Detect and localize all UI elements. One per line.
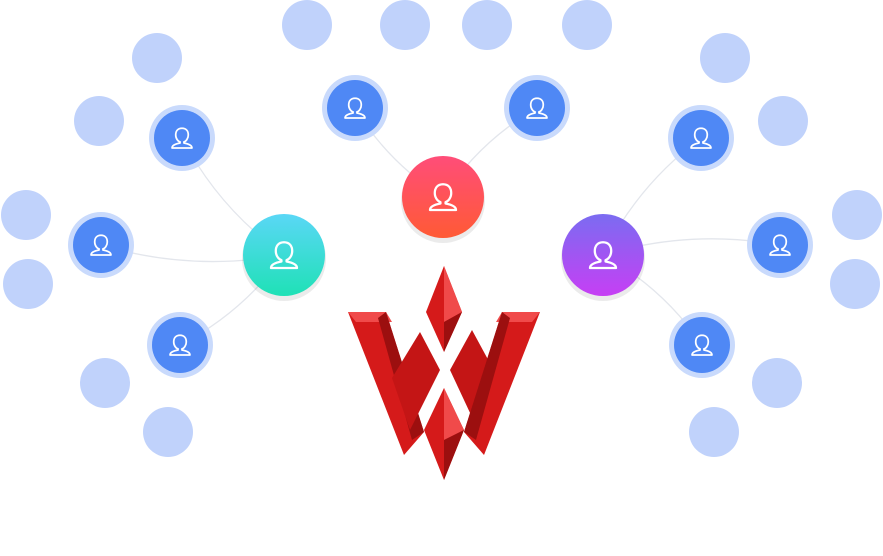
member-node[interactable]: [747, 212, 813, 278]
placeholder-node: [80, 358, 130, 408]
logo-top-diamond-dark: [444, 312, 462, 352]
logo-left-inner: [392, 332, 440, 430]
hub-node-teal[interactable]: [242, 214, 326, 301]
hub-node-purple[interactable]: [561, 214, 645, 301]
member-node[interactable]: [68, 212, 134, 278]
logo-left-stroke: [348, 312, 424, 455]
placeholder-nodes: [1, 0, 882, 457]
member-node[interactable]: [669, 312, 735, 378]
member-circle: [674, 317, 730, 373]
member-nodes: [68, 75, 813, 378]
placeholder-node: [689, 407, 739, 457]
placeholder-node: [830, 259, 880, 309]
placeholder-node: [74, 96, 124, 146]
placeholder-node: [282, 0, 332, 50]
placeholder-node: [132, 33, 182, 83]
member-node[interactable]: [504, 75, 570, 141]
hub-circle: [402, 156, 484, 238]
hub-circle: [243, 214, 325, 296]
member-node[interactable]: [149, 105, 215, 171]
brand-w-logo: [348, 266, 540, 480]
member-circle: [509, 80, 565, 136]
placeholder-node: [143, 407, 193, 457]
hub-circle: [562, 214, 644, 296]
hub-nodes: [242, 156, 645, 301]
logo-bottom-diamond-light: [444, 388, 464, 440]
member-circle: [673, 110, 729, 166]
placeholder-node: [462, 0, 512, 50]
placeholder-node: [700, 33, 750, 83]
placeholder-node: [758, 96, 808, 146]
logo-right-stroke-shade: [464, 312, 510, 440]
logo-top-diamond-light: [444, 266, 462, 322]
placeholder-node: [752, 358, 802, 408]
member-node[interactable]: [147, 312, 213, 378]
member-circle: [73, 217, 129, 273]
member-circle: [154, 110, 210, 166]
logo-bottom-diamond-dark: [444, 430, 464, 480]
placeholder-node: [3, 259, 53, 309]
member-circle: [752, 217, 808, 273]
placeholder-node: [1, 190, 51, 240]
logo-right-stroke: [464, 312, 540, 455]
placeholder-node: [380, 0, 430, 50]
member-circle: [152, 317, 208, 373]
member-node[interactable]: [322, 75, 388, 141]
member-node[interactable]: [668, 105, 734, 171]
hub-node-red[interactable]: [401, 156, 485, 243]
member-circle: [327, 80, 383, 136]
placeholder-node: [832, 190, 882, 240]
placeholder-node: [562, 0, 612, 50]
